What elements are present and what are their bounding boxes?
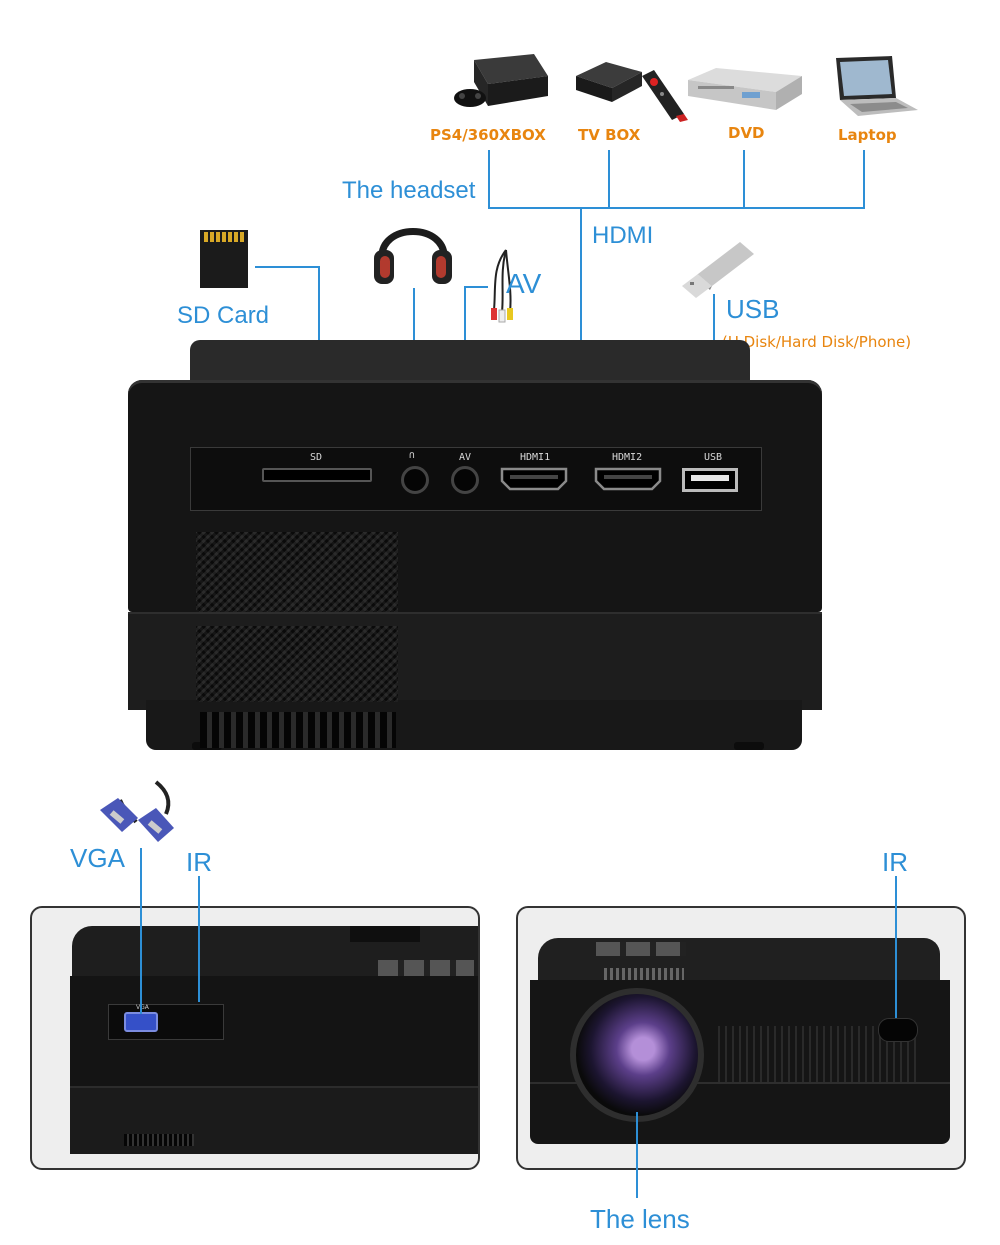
vga-port-label: VGA (136, 1004, 149, 1011)
ir-right-line (895, 876, 897, 1018)
headset-image (372, 204, 454, 288)
ps4-console-image (452, 52, 550, 118)
port-label-headphone: ∩ (409, 450, 416, 461)
device-label-dvd: DVD (728, 124, 765, 142)
headphone-jack[interactable] (401, 466, 429, 494)
side-view-panel: VGA (30, 906, 480, 1170)
sd-card-label: SD Card (177, 302, 270, 329)
lens-label: The lens (590, 1204, 690, 1234)
vga-label: VGA (70, 843, 125, 873)
hdmi2-port[interactable] (594, 467, 662, 491)
projector-top-back (190, 340, 750, 380)
device-label-tvbox: TV BOX (578, 126, 641, 144)
usb-note-label: (U Disk/Hard Disk/Phone) (722, 333, 912, 351)
av-label: AV (506, 268, 542, 299)
port-label-hdmi2: HDMI2 (612, 452, 643, 463)
av-cable-image (486, 248, 518, 324)
ir-sensor (878, 1018, 918, 1042)
tv-box-image (572, 56, 690, 122)
vent-upper-pattern (196, 532, 398, 612)
ir-left-line (198, 876, 200, 1002)
headset-label: The headset (342, 177, 476, 204)
front-divider (530, 1082, 950, 1084)
usb-stick-image (678, 238, 756, 302)
vga-cable-image (96, 780, 182, 850)
laptop-image (830, 54, 920, 118)
vent-lower-pattern (196, 626, 398, 702)
side-top-notch (350, 926, 420, 942)
hdmi-bracket-horizontal (488, 207, 865, 209)
ir-left-label: IR (186, 847, 212, 877)
port-label-av: AV (459, 452, 472, 463)
hdmi-drop-line (580, 207, 582, 457)
dvd-player-image (686, 64, 804, 116)
sd-card-image (198, 228, 250, 290)
hdmi-bracket-tvbox (608, 150, 610, 208)
hdmi-bracket-ps4 (488, 150, 490, 208)
av-line-h (464, 286, 488, 288)
device-label-ps4: PS4/360XBOX (430, 126, 546, 144)
side-vent-slots (124, 1134, 194, 1146)
sd-line-h (255, 266, 319, 268)
hdmi-bracket-laptop (863, 150, 865, 208)
vga-port[interactable] (124, 1012, 158, 1032)
vent-slots (200, 712, 396, 748)
device-label-laptop: Laptop (838, 126, 897, 144)
usb-label: USB (726, 294, 780, 324)
usb-port[interactable] (682, 468, 738, 492)
front-view-panel (516, 906, 966, 1170)
side-top-buttons (378, 960, 474, 978)
lens (570, 988, 704, 1122)
port-label-sd: SD (310, 452, 323, 463)
front-top-buttons (596, 942, 686, 956)
av-jack[interactable] (451, 466, 479, 494)
port-label-hdmi1: HDMI1 (520, 452, 551, 463)
vga-line (140, 848, 142, 1014)
lens-line (636, 1112, 638, 1198)
hdmi-label: HDMI (592, 222, 654, 249)
hdmi1-port[interactable] (500, 467, 568, 491)
foot-right (734, 742, 764, 750)
ir-right-label: IR (882, 847, 908, 877)
hdmi-bracket-dvd (743, 150, 745, 208)
sd-card-slot[interactable] (262, 468, 372, 482)
port-label-usb: USB (704, 452, 723, 463)
